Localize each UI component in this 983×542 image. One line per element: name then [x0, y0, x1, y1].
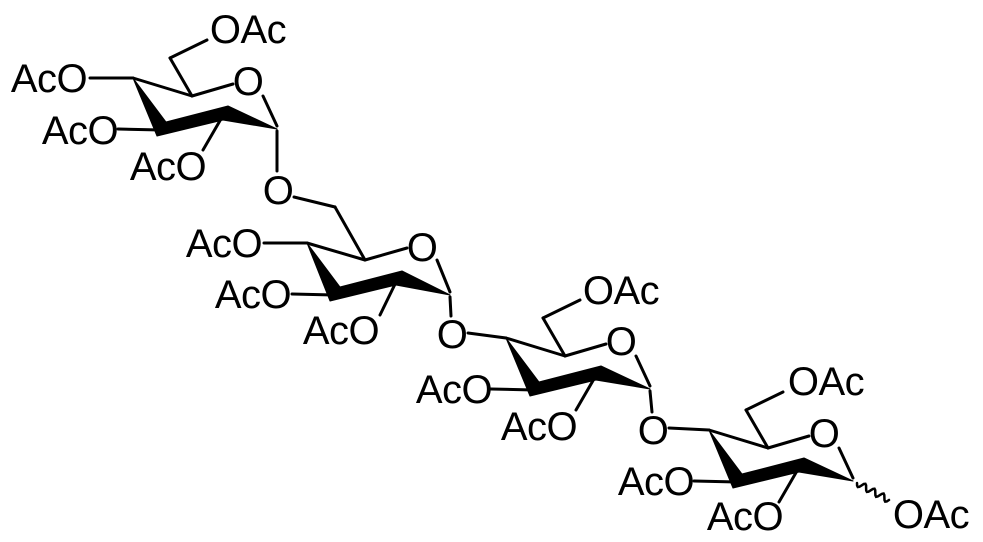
- r1-c6-oac-bond: [168, 38, 209, 60]
- ring3-ring-oxygen-label: O: [606, 320, 637, 364]
- ring4-front-wedge: [708, 429, 854, 489]
- glycosidic-2-3-oxygen-label: O: [437, 313, 468, 357]
- r2-c3-oac-bond: [290, 292, 336, 297]
- r3-c6-oac-bond: [541, 298, 582, 320]
- ring3-c3-acetoxy-label: AcO: [416, 368, 492, 412]
- r4-o5-c1-bond: [837, 446, 855, 480]
- ring3-front-wedge: [505, 337, 651, 397]
- r2-c5-o5-bond: [363, 246, 409, 262]
- ring2-c2-acetoxy-label: AcO: [303, 309, 379, 353]
- r3-o5-c1-bond: [634, 354, 652, 388]
- r3-c5-c6-bond: [541, 316, 567, 358]
- r2-c1-o-glycosidic-bond: [448, 295, 453, 318]
- link34-o-c4-bond: [667, 426, 711, 432]
- ring2-ring-oxygen-label: O: [407, 226, 438, 270]
- ring1-c2-acetoxy-label: AcO: [130, 145, 206, 189]
- ring2-c4-acetoxy-label: AcO: [186, 222, 262, 266]
- ring2-c3-acetoxy-label: AcO: [215, 273, 291, 317]
- ring4-anomeric-acetoxy-label: OAc: [893, 493, 969, 537]
- r4-c3-oac-bond: [692, 479, 739, 484]
- ring1-c6-acetoxy-label: OAc: [210, 8, 286, 52]
- r2-c4-c5-bond: [305, 241, 367, 262]
- wavy-anomeric-bond: [855, 481, 891, 503]
- ring3-c2-acetoxy-label: AcO: [501, 405, 577, 449]
- ring1-c3-acetoxy-label: AcO: [42, 109, 118, 153]
- glycosidic-1-6-oxygen-label: O: [263, 169, 294, 213]
- r3-c5-o5-bond: [563, 342, 608, 358]
- r4-c5-o5-bond: [766, 434, 811, 450]
- r4-c6-oac-bond: [744, 390, 785, 412]
- ring1-c4-acetoxy-label: AcO: [11, 57, 87, 101]
- ring4-c6-acetoxy-label: OAc: [788, 360, 864, 404]
- r3-c4-c5-bond: [504, 336, 567, 358]
- ring1-front-wedge: [132, 77, 278, 137]
- r1-c4-c5-bond: [131, 76, 194, 98]
- ring4-c3-acetoxy-label: AcO: [618, 460, 694, 504]
- ring4-c2-acetoxy-label: AcO: [707, 495, 783, 539]
- r1-c3-oac-bond: [116, 127, 163, 132]
- ring2-front-wedge: [306, 242, 451, 302]
- r3-c1-o-glycosidic-bond: [648, 389, 654, 414]
- r1-c5-o5-bond: [190, 82, 235, 98]
- r2-c6-c5-bond: [333, 205, 367, 262]
- r4-c5-c6-bond: [744, 408, 770, 450]
- r2-o5-c1-bond: [435, 258, 452, 294]
- r4-c4-c5-bond: [707, 428, 770, 450]
- r3-c3-oac-bond: [489, 387, 536, 392]
- r1-o5-c1-bond: [261, 94, 279, 128]
- r1-c5-c6-bond: [168, 56, 194, 98]
- link23-o-c4-bond: [466, 331, 508, 340]
- glycosidic-3-4-oxygen-label: O: [638, 409, 669, 453]
- ring4-ring-oxygen-label: O: [809, 412, 840, 456]
- ring3-c6-acetoxy-label: OAc: [583, 269, 659, 313]
- ring1-ring-oxygen-label: O: [233, 60, 264, 104]
- link16-o-c6-bond: [292, 195, 337, 209]
